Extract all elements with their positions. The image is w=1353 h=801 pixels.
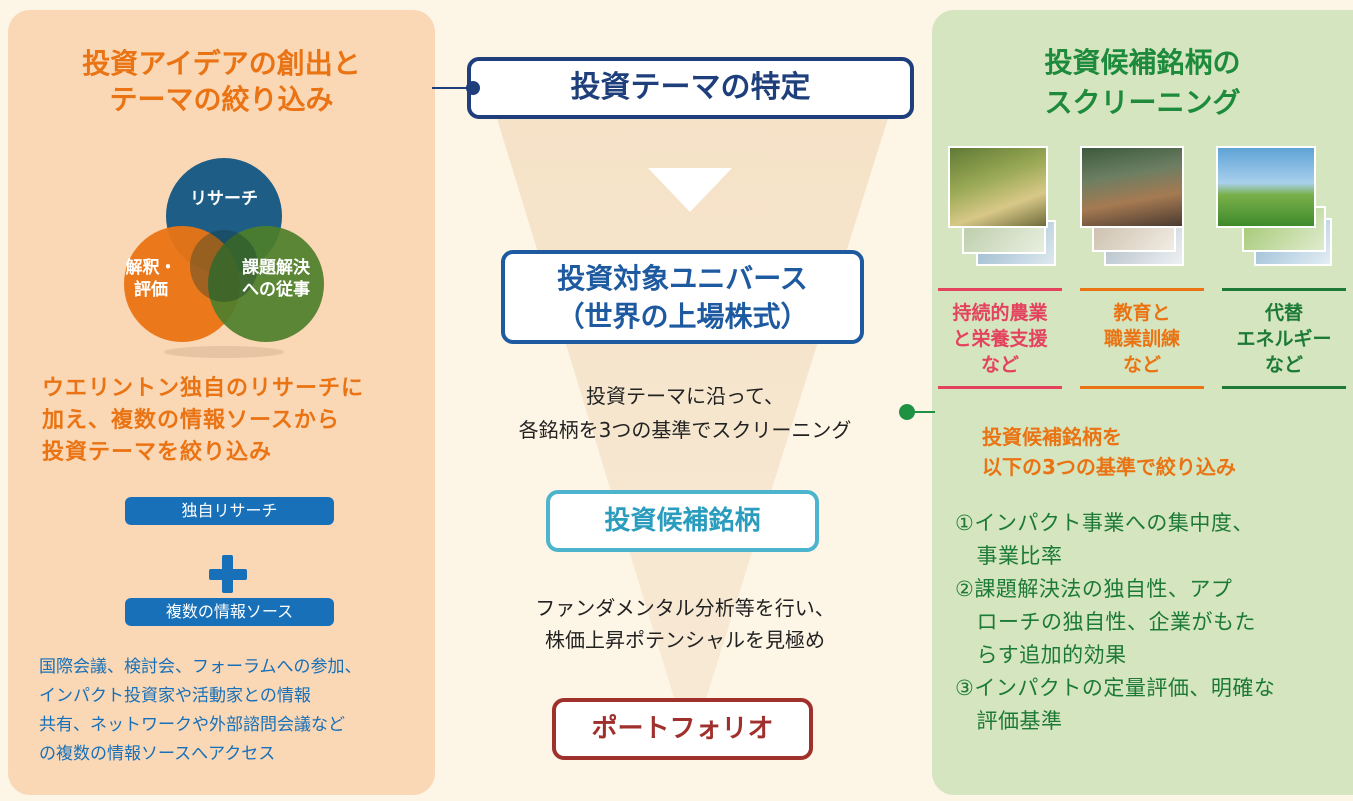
down-arrow-icon (648, 168, 732, 212)
connector-line-right (913, 411, 935, 413)
connector-line-left (432, 87, 468, 89)
left-note-line-4: の複数の情報ソースへアクセス (39, 744, 276, 764)
right-title-line-2: スクリーニング (1044, 86, 1241, 119)
venn-circle-evaluate (124, 226, 240, 342)
theme-identification-box: 投資テーマの特定 (467, 57, 914, 119)
venn-circle-engage (208, 226, 324, 342)
agriculture-photo (948, 146, 1048, 228)
category-energy-bottom-line (1222, 386, 1346, 389)
investment-universe-box: 投資対象ユニバース （世界の上場株式） (501, 250, 864, 344)
criterion-1-line-2: 事業比率 (955, 544, 1063, 568)
venn-label-research: リサーチ (190, 189, 258, 209)
left-note-line-1: 国際会議、検討会、フォーラムへの参加、 (39, 657, 362, 677)
category-agriculture: 持続的農業 と栄養支援 など (952, 302, 1048, 376)
connector-dot-right (899, 404, 915, 420)
right-subtitle-line-2: 以下の3つの基準で絞り込み (982, 455, 1236, 479)
category-education: 教育と 職業訓練 など (1103, 302, 1180, 376)
criterion-2-line-2: ローチの独自性、企業がもた (955, 610, 1256, 634)
left-note-line-2: インパクト投資家や活動家との情報 (39, 686, 311, 706)
multiple-sources-pill: 複数の情報ソース (125, 598, 334, 626)
left-note-line-3: 共有、ネットワークや外部諮問会議など (39, 715, 345, 735)
connector-dot-left (466, 81, 480, 95)
category-agriculture-top-line (938, 288, 1062, 291)
screening-panel: 投資候補銘柄の スクリーニング 持続的農業 と栄養支援 など 教育と 職業訓練 … (932, 10, 1353, 795)
left-body-line-3: 投資テーマを絞り込み (42, 440, 273, 465)
investment-candidates-box: 投資候補銘柄 (546, 490, 819, 552)
venn-diagram (124, 158, 324, 358)
right-subtitle-line-1: 投資候補銘柄を (982, 425, 1122, 449)
left-title-line-1: 投資アイデアの創出と (82, 47, 361, 80)
left-title-line-2: テーマの絞り込み (109, 83, 334, 116)
category-education-bottom-line (1080, 386, 1204, 389)
category-education-top-line (1080, 288, 1204, 291)
analysis-text-line-1: ファンダメンタル分析等を行い、 (535, 596, 835, 620)
criterion-1-line-1: ①インパクト事業への集中度、 (955, 511, 1254, 535)
screening-text-line-2: 各銘柄を3つの基準でスクリーニング (518, 418, 852, 442)
criterion-2-line-3: らす追加的効果 (955, 643, 1127, 667)
criterion-2-line-1: ②課題解決法の独自性、アプ (955, 577, 1233, 601)
criterion-3-line-2: 評価基準 (955, 709, 1063, 733)
screening-text-line-1: 投資テーマに沿って、 (586, 384, 784, 408)
analysis-text-line-2: 株価上昇ポテンシャルを見極め (545, 628, 825, 652)
criterion-3-line-1: ③インパクトの定量評価、明確な (955, 676, 1276, 700)
venn-label-evaluate: 解釈・評価 (125, 258, 177, 300)
education-photo (1080, 146, 1184, 228)
proprietary-research-pill: 独自リサーチ (125, 497, 334, 525)
category-energy-top-line (1222, 288, 1346, 291)
category-energy: 代替 エネルギー など (1236, 302, 1332, 376)
left-body-line-2: 加え、複数の情報ソースから (42, 408, 340, 433)
category-agriculture-bottom-line (938, 386, 1062, 389)
idea-generation-panel: 投資アイデアの創出と テーマの絞り込み リサーチ 解釈・評価 課題解決への従事 … (8, 10, 435, 795)
portfolio-box: ポートフォリオ (552, 698, 813, 760)
left-body-line-1: ウエリントン独自のリサーチに (42, 376, 365, 401)
right-title-line-1: 投資候補銘柄の (1044, 46, 1241, 79)
venn-label-engage: 課題解決への従事 (242, 258, 310, 300)
wind-turbine-photo (1216, 146, 1316, 228)
